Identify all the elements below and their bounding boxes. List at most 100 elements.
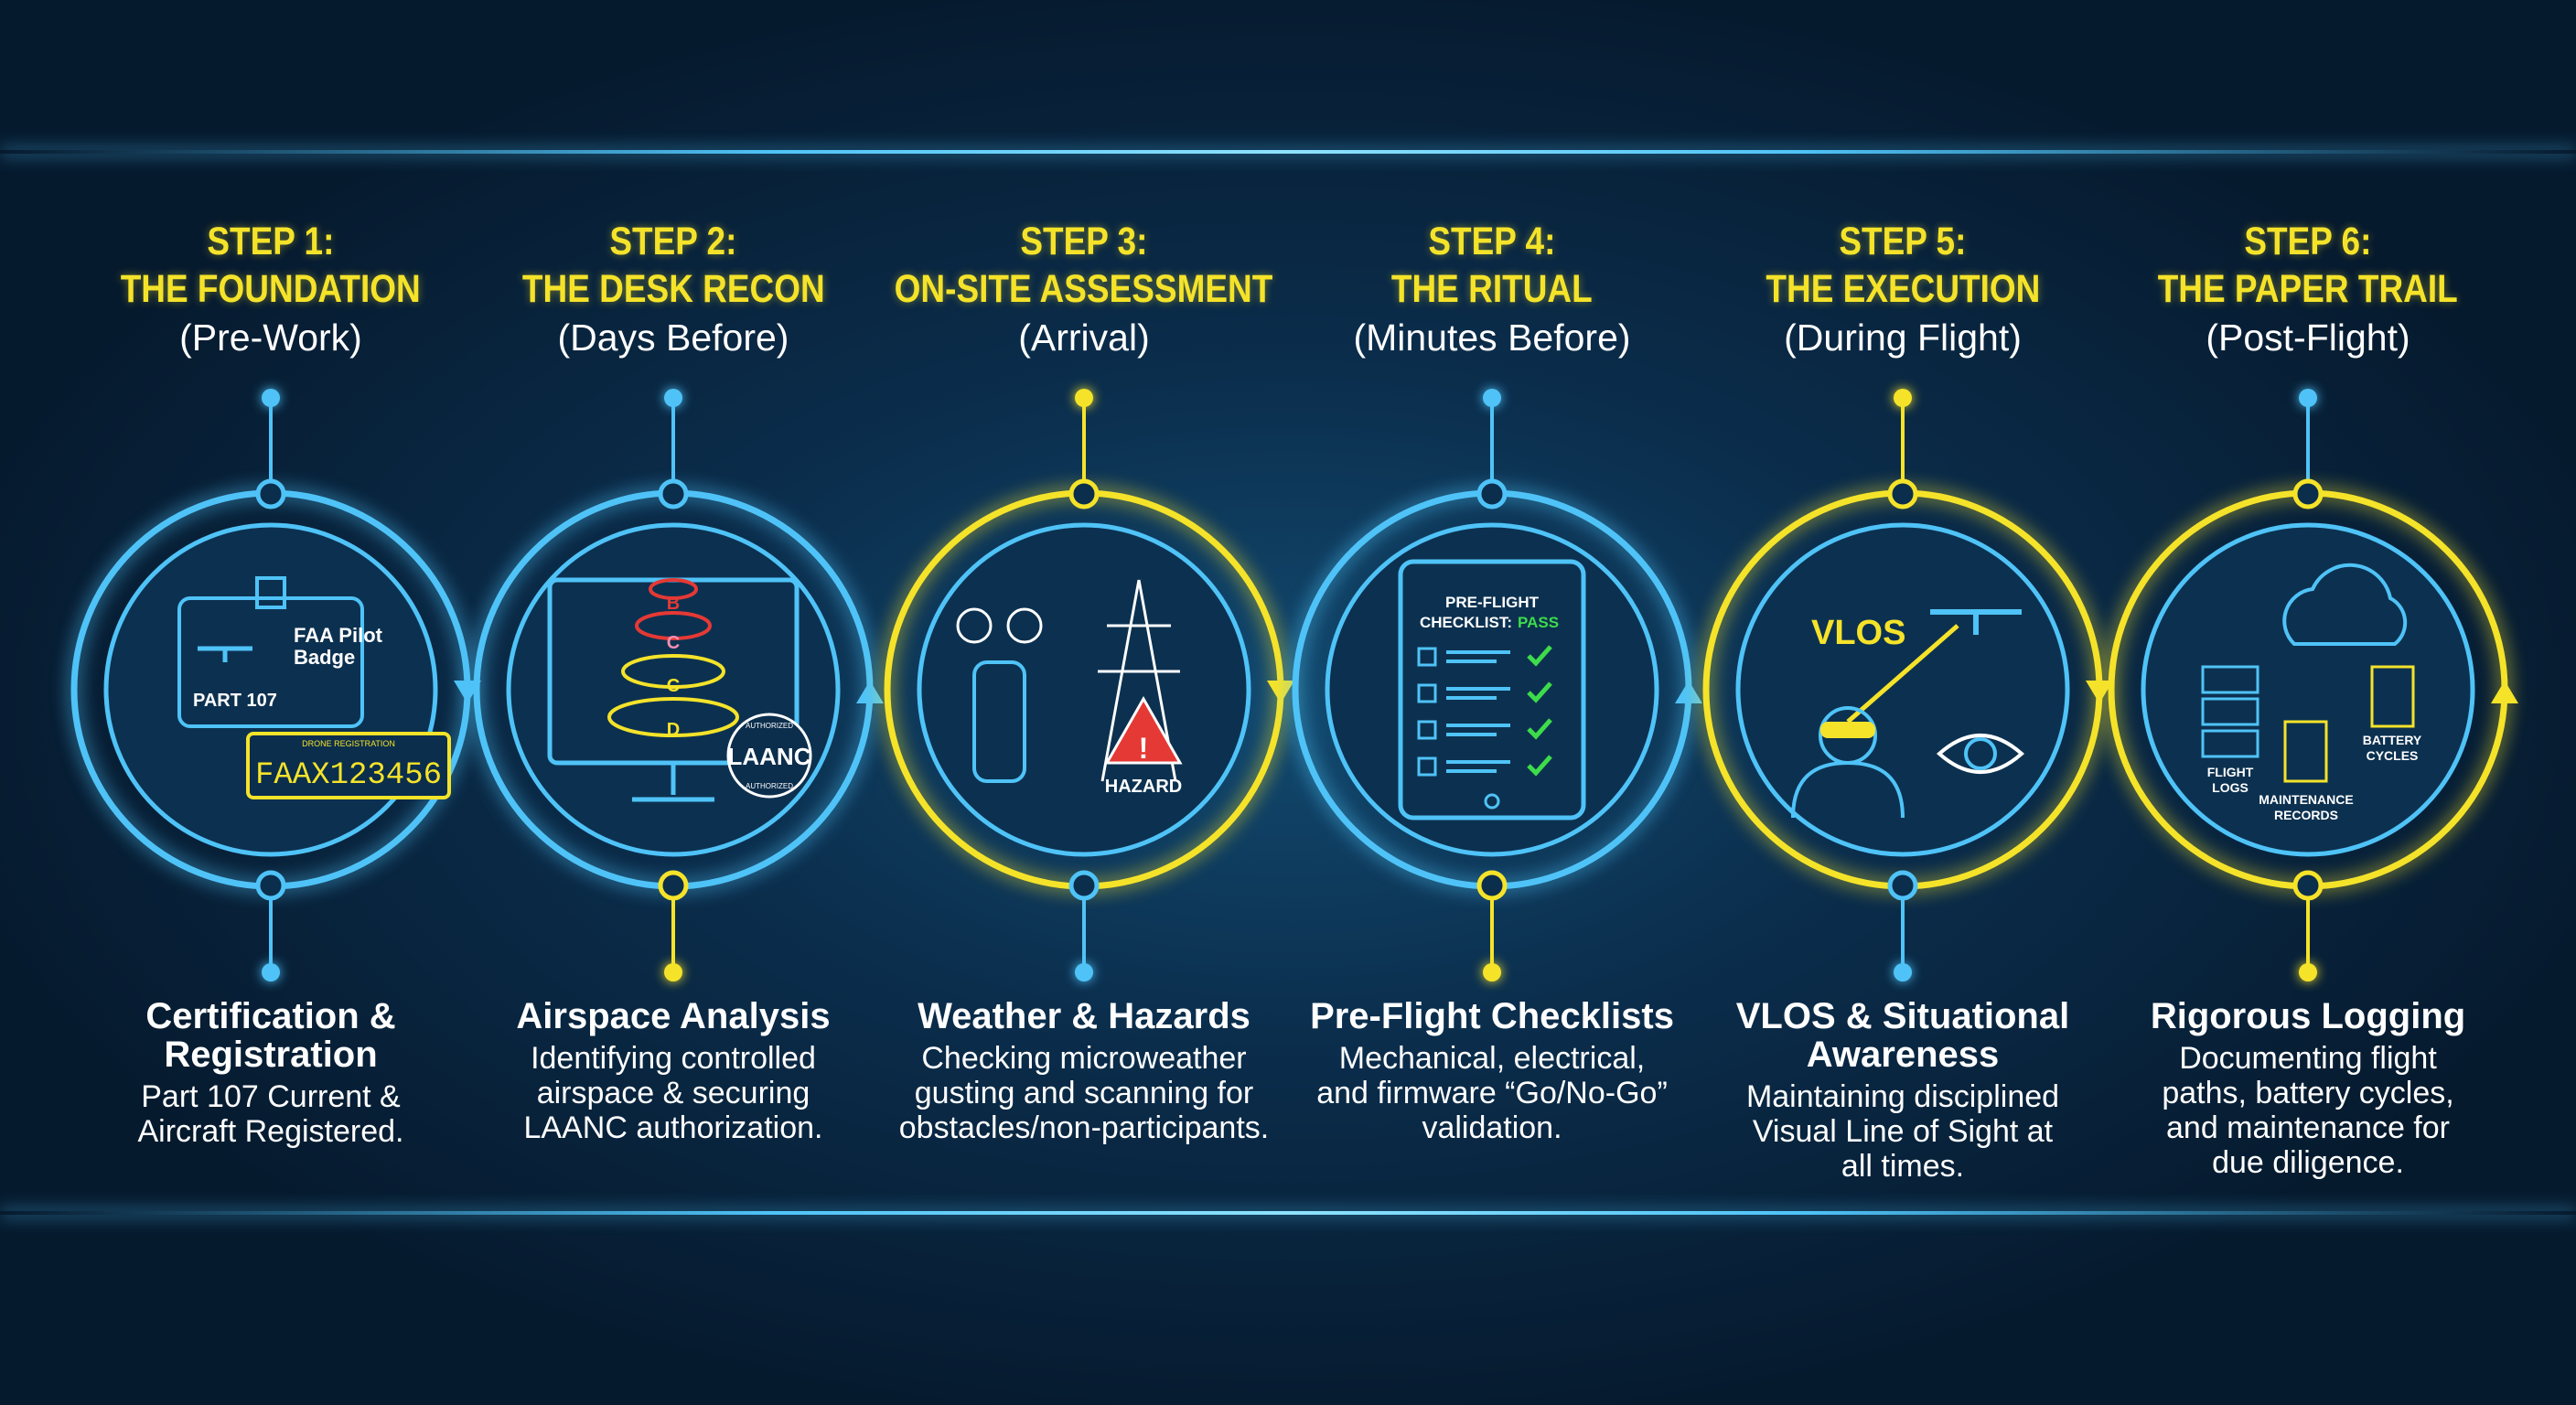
bottom-node-dot [262,963,280,981]
pass-label: PASS [1518,614,1559,631]
checklist-heading-2: CHECKLIST: [1420,614,1512,631]
cloud-icon [2282,563,2408,646]
description-title: Weather & Hazards [855,997,1313,1035]
airspace-monitor-icon: B C C D AUTHORIZED LAANC AUTHORIZED [547,577,812,802]
description-line: all times. [1841,1149,1965,1184]
description-title-line: Airspace Analysis [516,996,831,1036]
flow-arrow-icon [1675,681,1702,703]
description-body: Mechanical, electrical,and firmware “Go/… [1254,1041,1730,1145]
top-connector [1901,402,1905,494]
step-number: STEP 1: [207,220,335,263]
step-2: STEP 2:THE DESK RECON (Days Before) B C … [463,0,884,1405]
step-heading: STEP 6:THE PAPER TRAIL [2034,218,2576,313]
description-title: Airspace Analysis [445,997,902,1035]
step-title: THE RITUAL [1391,267,1593,311]
checkmark-icon [1527,718,1552,740]
top-node-dot [262,389,280,407]
bottom-connector [2306,898,2310,981]
description-line: Part 107 Current & [141,1079,401,1114]
step-title: THE PAPER TRAIL [2157,267,2459,311]
description-title-line: Rigorous Logging [2150,996,2466,1036]
bottom-connector [269,898,273,981]
server-icon [2201,665,2259,694]
description-title: Pre-Flight Checklists [1263,997,1721,1035]
bottom-node-dot [2299,963,2317,981]
pilot-badge-icon: FAA Pilot Badge PART 107 DRONE REGISTRAT… [177,576,451,799]
description-body: Part 107 Current &Aircraft Registered. [33,1079,509,1149]
step-4: STEP 4:THE RITUAL (Minutes Before) PRE-F… [1282,0,1702,1405]
description-line: and firmware “Go/No-Go” [1316,1076,1668,1110]
step-heading: STEP 4:THE RITUAL [1218,218,1766,313]
top-node-dot [664,389,682,407]
description-line: gusting and scanning for [914,1076,1254,1110]
description-line: paths, battery cycles, [2162,1076,2454,1110]
badge-label: FAA Pilot [294,624,383,647]
bottom-node-dot [1075,963,1093,981]
checklist-tablet-icon: PRE-FLIGHT CHECKLIST: PASS [1398,559,1586,820]
bottom-node-dot [1483,963,1501,981]
top-connector [1082,402,1086,494]
exclamation-icon: ! [1139,732,1149,765]
flow-arrow-icon [856,681,884,703]
description-title-line: Pre-Flight Checklists [1310,996,1674,1036]
description-title-line: Certification & [145,996,396,1036]
description-line: obstacles/non-participants. [898,1110,1270,1145]
description-line: LAANC authorization. [523,1110,823,1145]
checkmark-icon [1527,755,1552,777]
description-line: Identifying controlled [531,1041,816,1076]
inner-disc [2141,522,2475,857]
step-subtitle: (During Flight) [1784,316,2022,359]
checkmark-icon [1527,645,1552,667]
description-line: Visual Line of Sight at [1752,1114,2054,1149]
description-title-line: Awareness [1806,1035,2000,1075]
step-number: STEP 2: [609,220,737,263]
description-title: Certification &Registration [42,997,499,1074]
checkbox-icon [1417,720,1437,740]
top-node-dot [1075,389,1093,407]
badge-label-2: Badge [294,646,355,669]
ring-node-top [255,478,286,509]
description-line: Documenting flight [2179,1041,2437,1076]
step-heading: STEP 5:THE EXECUTION [1628,218,2177,313]
step-subtitle: (Arrival) [1018,316,1150,359]
airspace-class-c: C [667,676,680,696]
ring-node-top [2292,478,2324,509]
document-icon [2370,665,2415,728]
step-circle: B C C D AUTHORIZED LAANC AUTHORIZED [473,478,884,901]
step-number: STEP 4: [1428,220,1556,263]
checkbox-icon [1417,647,1437,667]
bottom-node-dot [1894,963,1912,981]
registration-number: FAAX123456 [255,758,442,793]
description-title: Rigorous Logging [2079,997,2537,1035]
drone-icon [1930,609,2022,635]
laanc-stamp: LAANC [728,743,811,770]
ring-node-top [1887,478,1918,509]
step-circle: VLOS [1702,478,2113,901]
description-line: Checking microweather [921,1041,1247,1076]
description-line: validation. [1422,1110,1562,1145]
step-6: STEP 6:THE PAPER TRAIL (Post-Flight) FLI… [2098,0,2518,1405]
ring-node-bottom [1887,870,1918,901]
top-divider [0,150,2576,154]
ring-node-bottom [658,870,689,901]
inner-disc [917,522,1251,857]
battery-cycles-label: BATTERY [2363,733,2422,747]
top-node-dot [2299,389,2317,407]
description-title-line: VLOS & Situational [1735,996,2070,1036]
step-circle: FLIGHT LOGS BATTERY CYCLES MAINTENANCE R… [2108,478,2518,901]
server-icon [2201,729,2259,758]
step-subtitle: (Minutes Before) [1353,316,1631,359]
airspace-class-b: B [667,594,680,614]
document-icon [2283,720,2328,783]
hazard-label: HAZARD [1105,777,1182,797]
bottom-connector [1490,898,1494,981]
checkbox-icon [1417,683,1437,703]
description-title-line: Weather & Hazards [918,996,1250,1036]
vlos-label: VLOS [1811,614,1905,652]
checkmark-icon [1527,681,1552,703]
step-heading: STEP 3:ON-SITE ASSESSMENT [810,218,1358,313]
step-3: STEP 3:ON-SITE ASSESSMENT (Arrival) ! HA… [874,0,1294,1405]
